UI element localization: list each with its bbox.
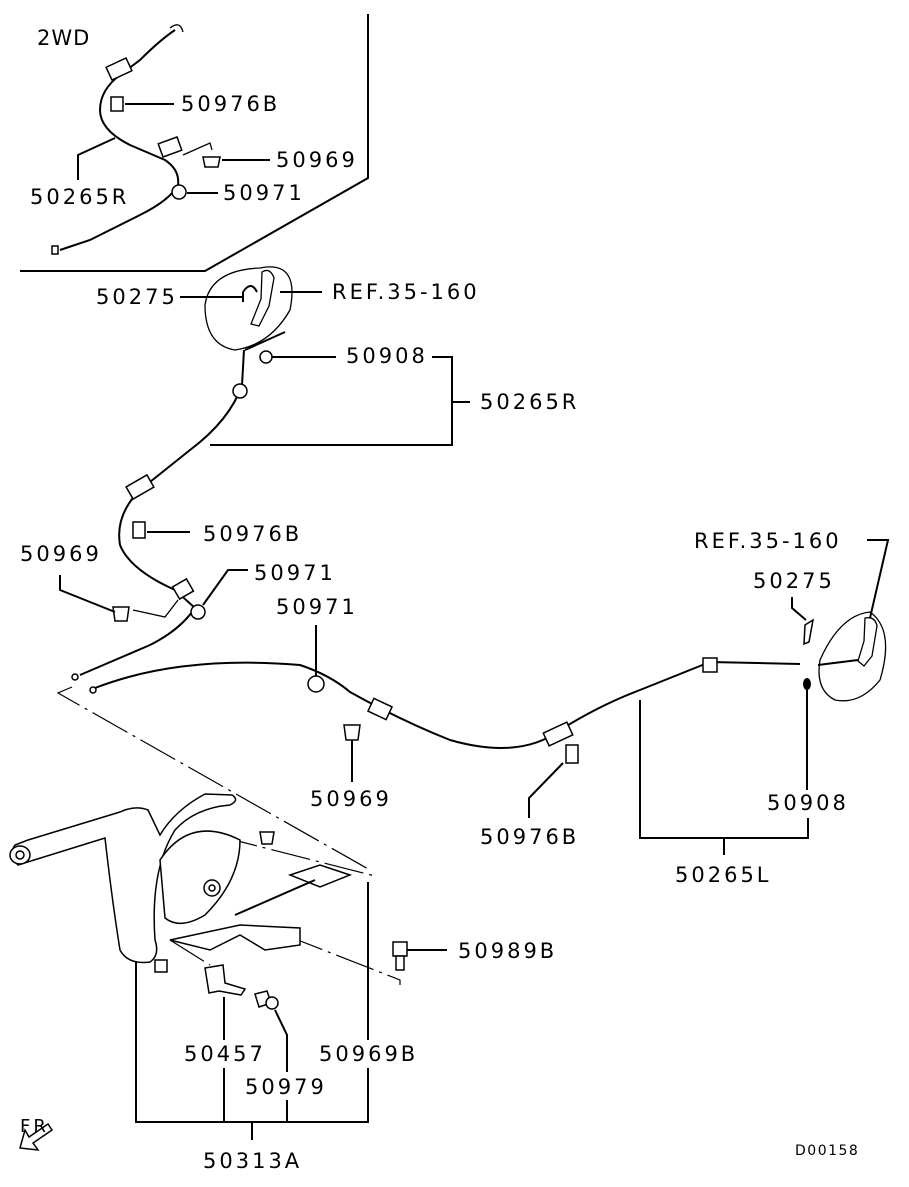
drawing-code: D00158: [795, 1143, 860, 1159]
callout-50275-right[interactable]: 50275: [753, 569, 835, 593]
grommet-icon: [259, 350, 273, 364]
inset-bracket: [105, 57, 133, 81]
grommet-icon: [307, 675, 325, 693]
clip-nut-icon: [259, 831, 275, 845]
callout-50971-inset[interactable]: 50971: [223, 181, 305, 205]
callout-50976B-inset[interactable]: 50976B: [181, 92, 281, 116]
callout-50976B-right-cable[interactable]: 50976B: [203, 522, 303, 546]
callout-50908-right[interactable]: 50908: [767, 791, 849, 815]
main-cable-left: [89, 625, 809, 855]
bolt-icon: [132, 521, 146, 539]
callout-ref-35-160-right[interactable]: REF.35-160: [694, 529, 842, 553]
grommet-icon: [803, 678, 811, 690]
inset-cable-end: [51, 245, 59, 255]
retainer-clip-icon: [803, 618, 815, 646]
alignment-lines: [56, 686, 401, 985]
callout-50265L[interactable]: 50265L: [675, 863, 772, 887]
lever-leaders: [135, 882, 369, 1140]
bolt-icon: [565, 744, 579, 764]
callout-50275-top[interactable]: 50275: [96, 285, 178, 309]
callout-50979[interactable]: 50979: [245, 1075, 327, 1099]
parking-brake-lever: [9, 793, 447, 1010]
callout-50969B[interactable]: 50969B: [319, 1042, 419, 1066]
inset-cable-2wd: [51, 24, 270, 255]
callout-50969-inset[interactable]: 50969: [276, 148, 358, 172]
callout-ref-35-160-top[interactable]: REF.35-160: [332, 280, 480, 304]
callout-50969-center[interactable]: 50969: [310, 787, 392, 811]
front-direction-arrow-icon: [19, 1122, 54, 1151]
inset-clip-nut-icon: [202, 156, 221, 168]
brake-backing-plate-left: [791, 539, 890, 790]
callout-50457[interactable]: 50457: [184, 1042, 266, 1066]
brake-backing-plate-right: [180, 266, 470, 446]
callout-50971-center[interactable]: 50971: [276, 595, 358, 619]
callout-50908-top[interactable]: 50908: [346, 344, 428, 368]
clip-nut-icon: [112, 606, 130, 622]
inset-label-2wd: 2WD: [37, 26, 91, 50]
grommet-icon: [190, 604, 206, 620]
inset-bolt-icon: [110, 96, 124, 112]
callout-50971-left[interactable]: 50971: [254, 561, 336, 585]
direction-label-fr: FR: [20, 1116, 49, 1137]
switch-icon: [204, 964, 247, 996]
callout-50265R-main[interactable]: 50265R: [480, 390, 580, 414]
callout-50989B[interactable]: 50989B: [458, 939, 558, 963]
bolt-icon: [392, 941, 408, 957]
main-cable-right: [59, 349, 248, 681]
clip-nut-icon: [343, 724, 361, 741]
callout-50969-left[interactable]: 50969: [20, 542, 102, 566]
inset-grommet-icon: [171, 184, 187, 200]
inset-border: [20, 14, 369, 272]
callout-50265R-inset[interactable]: 50265R: [30, 185, 130, 209]
callout-50313A[interactable]: 50313A: [203, 1149, 303, 1173]
inset-clip: [157, 136, 183, 158]
callout-50976B-lower[interactable]: 50976B: [480, 825, 580, 849]
